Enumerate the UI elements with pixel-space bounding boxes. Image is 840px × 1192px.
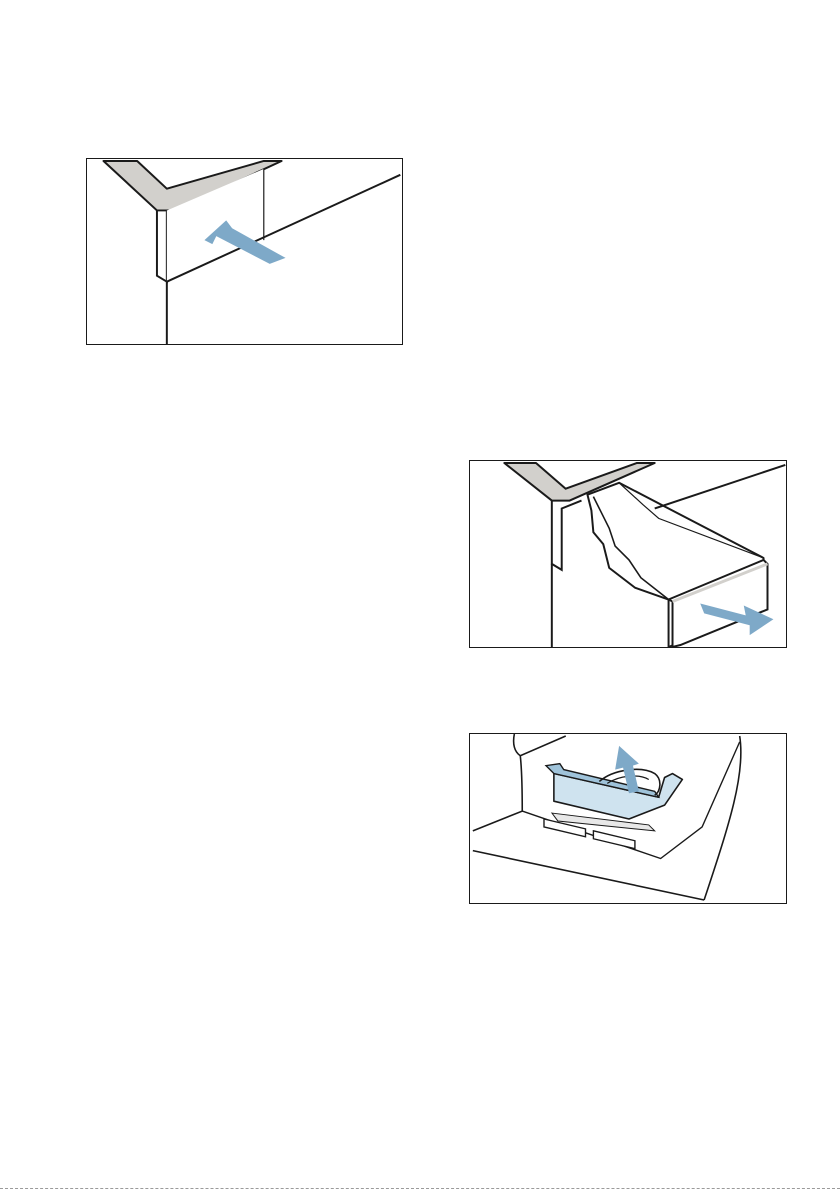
- drawer-closed-drawing: [87, 159, 402, 344]
- drawer-pulled-drawing: [470, 461, 786, 647]
- machine-front-line: [655, 465, 786, 509]
- compartment-front-lip: [473, 851, 704, 900]
- compartment-top-edge: [566, 736, 740, 742]
- slot-rail-right: [593, 831, 635, 849]
- compartment-left-wall: [473, 756, 522, 831]
- illustration-drawer-pulled-out: [469, 460, 787, 648]
- insert-body: [554, 774, 682, 819]
- insert-lift-drawing: [470, 734, 786, 903]
- drawer-panel-edge: [157, 210, 167, 281]
- drawer-opening-frame: [552, 501, 582, 570]
- compartment-right-wall: [704, 736, 741, 900]
- illustration-drawer-closed: [86, 158, 403, 345]
- compartment-back-wall: [514, 734, 566, 756]
- page-footer-rule: [0, 1188, 840, 1189]
- illustration-insert-lifted: [469, 733, 787, 904]
